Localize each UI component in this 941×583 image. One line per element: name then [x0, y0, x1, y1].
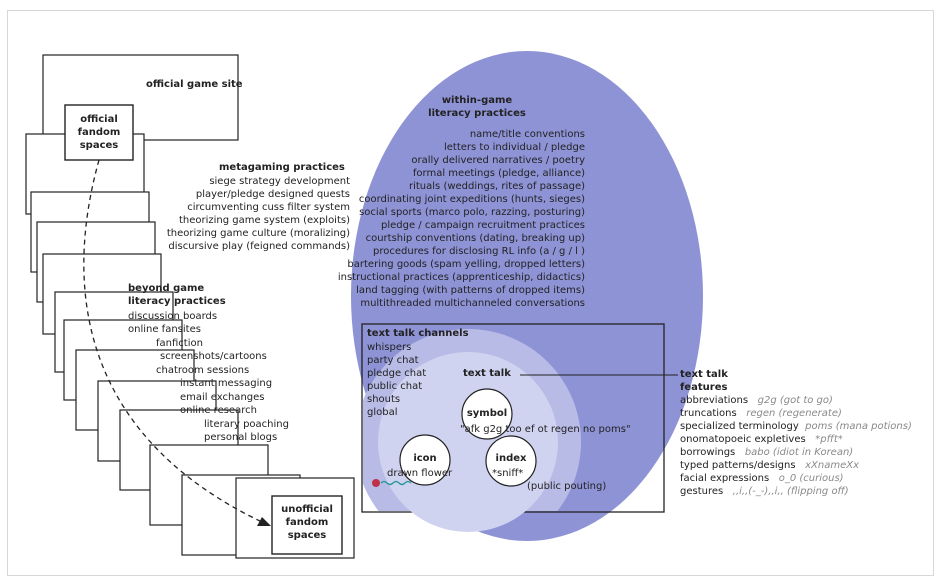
list-item: social sports (marco polo, razzing, post…	[359, 207, 585, 218]
list-item: circumventing cuss filter system	[187, 202, 350, 213]
within-list: name/title conventions letters to indivi…	[330, 128, 585, 310]
list-item: party chat	[367, 355, 419, 366]
beyond-item: email exchanges	[180, 392, 265, 403]
diagram-frame	[7, 10, 934, 576]
feature-row: gestures ,,i,,(-_-),,i,, (flipping off)	[680, 486, 849, 497]
metagaming-list: siege strategy development player/pledge…	[150, 175, 350, 253]
channels-list: whispers party chat pledge chat public c…	[367, 341, 426, 419]
symbol-label: symbol	[466, 408, 508, 419]
feature-row: typed patterns/designs xXnameXx	[680, 460, 860, 471]
feature-row: abbreviations g2g (got to go)	[680, 395, 833, 406]
unofficial-fandom-box	[271, 495, 343, 555]
beyond-item: literary poaching	[204, 419, 289, 430]
flower-bloom-icon	[372, 479, 380, 487]
within-title: within-game literacy practices	[428, 95, 526, 119]
channels-title: text talk channels	[367, 328, 469, 339]
index-note: (public pouting)	[527, 481, 607, 492]
icon-label: icon	[413, 453, 437, 464]
arrow-head	[257, 517, 271, 526]
official-fandom-label: official fandom spaces	[77, 114, 121, 151]
list-item: land tagging (with patterns of dropped i…	[356, 285, 585, 296]
index-circle	[485, 435, 537, 487]
list-item: courtship conventions (dating, breaking …	[365, 233, 585, 244]
beyond-title: beyond game literacy practices	[128, 283, 226, 307]
list-item: procedures for disclosing RL info (a / g…	[373, 246, 585, 257]
list-item: theorizing game culture (moralizing)	[166, 228, 350, 239]
icon-example: drawn flower	[387, 468, 453, 479]
feature-row: truncations regen (regenerate)	[680, 408, 842, 419]
list-item: shouts	[367, 394, 401, 405]
text-talk-label: text talk	[463, 368, 511, 379]
list-item: multithreaded multichanneled conversatio…	[360, 298, 585, 309]
symbol-circle	[461, 388, 513, 440]
icon-circle	[399, 434, 451, 486]
list-item: orally delivered narratives / poetry	[411, 155, 585, 166]
list-item: letters to individual / pledge	[443, 142, 585, 153]
beyond-item: instant messaging	[180, 378, 273, 389]
list-item: global	[367, 407, 398, 418]
list-item: theorizing game system (exploits)	[178, 215, 350, 226]
list-item: whispers	[367, 342, 412, 353]
list-item: bartering goods (spam yelling, dropped l…	[347, 259, 585, 270]
list-item: instructional practices (apprenticeship,…	[337, 272, 585, 283]
beyond-item: fanfiction	[156, 338, 203, 349]
beyond-item: personal blogs	[204, 432, 278, 443]
beyond-item: screenshots/cartoons	[160, 351, 267, 362]
list-item: formal meetings (pledge, alliance)	[412, 168, 585, 179]
list-item: public chat	[367, 381, 423, 392]
list-item: discursive play (feigned commands)	[168, 241, 350, 252]
page-stack	[25, 54, 355, 559]
index-example: *sniff*	[492, 468, 524, 479]
list-item: player/pledge designed quests	[195, 189, 350, 200]
list-item: name/title conventions	[469, 129, 585, 140]
fandom-arrow	[83, 159, 263, 523]
feature-row: borrowings babo (idiot in Korean)	[680, 447, 854, 458]
feature-row: facial expressions o_0 (curious)	[680, 473, 844, 484]
feature-row: onomatopoeic expletives *pfft*	[680, 434, 843, 445]
beyond-item: online fansites	[128, 324, 201, 335]
metagaming-title: metagaming practices	[219, 162, 345, 173]
list-item: rituals (weddings, rites of passage)	[409, 181, 585, 192]
official-fandom-box	[64, 104, 134, 161]
feature-row: specialized terminology poms (mana potio…	[680, 421, 912, 432]
symbol-example: "afk g2g too ef ot regen no poms"	[460, 424, 631, 435]
list-item: pledge / campaign recruitment practices	[380, 220, 585, 231]
features-title: text talk features	[680, 369, 728, 393]
official-site-label: official game site	[146, 79, 243, 90]
beyond-item: chatroom sessions	[156, 365, 250, 376]
beyond-item: online research	[180, 405, 257, 416]
unofficial-fandom-label: unofficial fandom spaces	[281, 504, 333, 541]
text-talk-core-circle	[378, 352, 558, 532]
beyond-item: discussion boards	[128, 311, 218, 322]
flower-stem-icon	[380, 480, 412, 486]
list-item: siege strategy development	[209, 176, 350, 187]
index-label: index	[495, 453, 527, 464]
features-list: abbreviations g2g (got to go) truncation…	[680, 394, 912, 498]
list-item: coordinating joint expeditions (hunts, s…	[358, 194, 585, 205]
list-item: pledge chat	[367, 368, 427, 379]
